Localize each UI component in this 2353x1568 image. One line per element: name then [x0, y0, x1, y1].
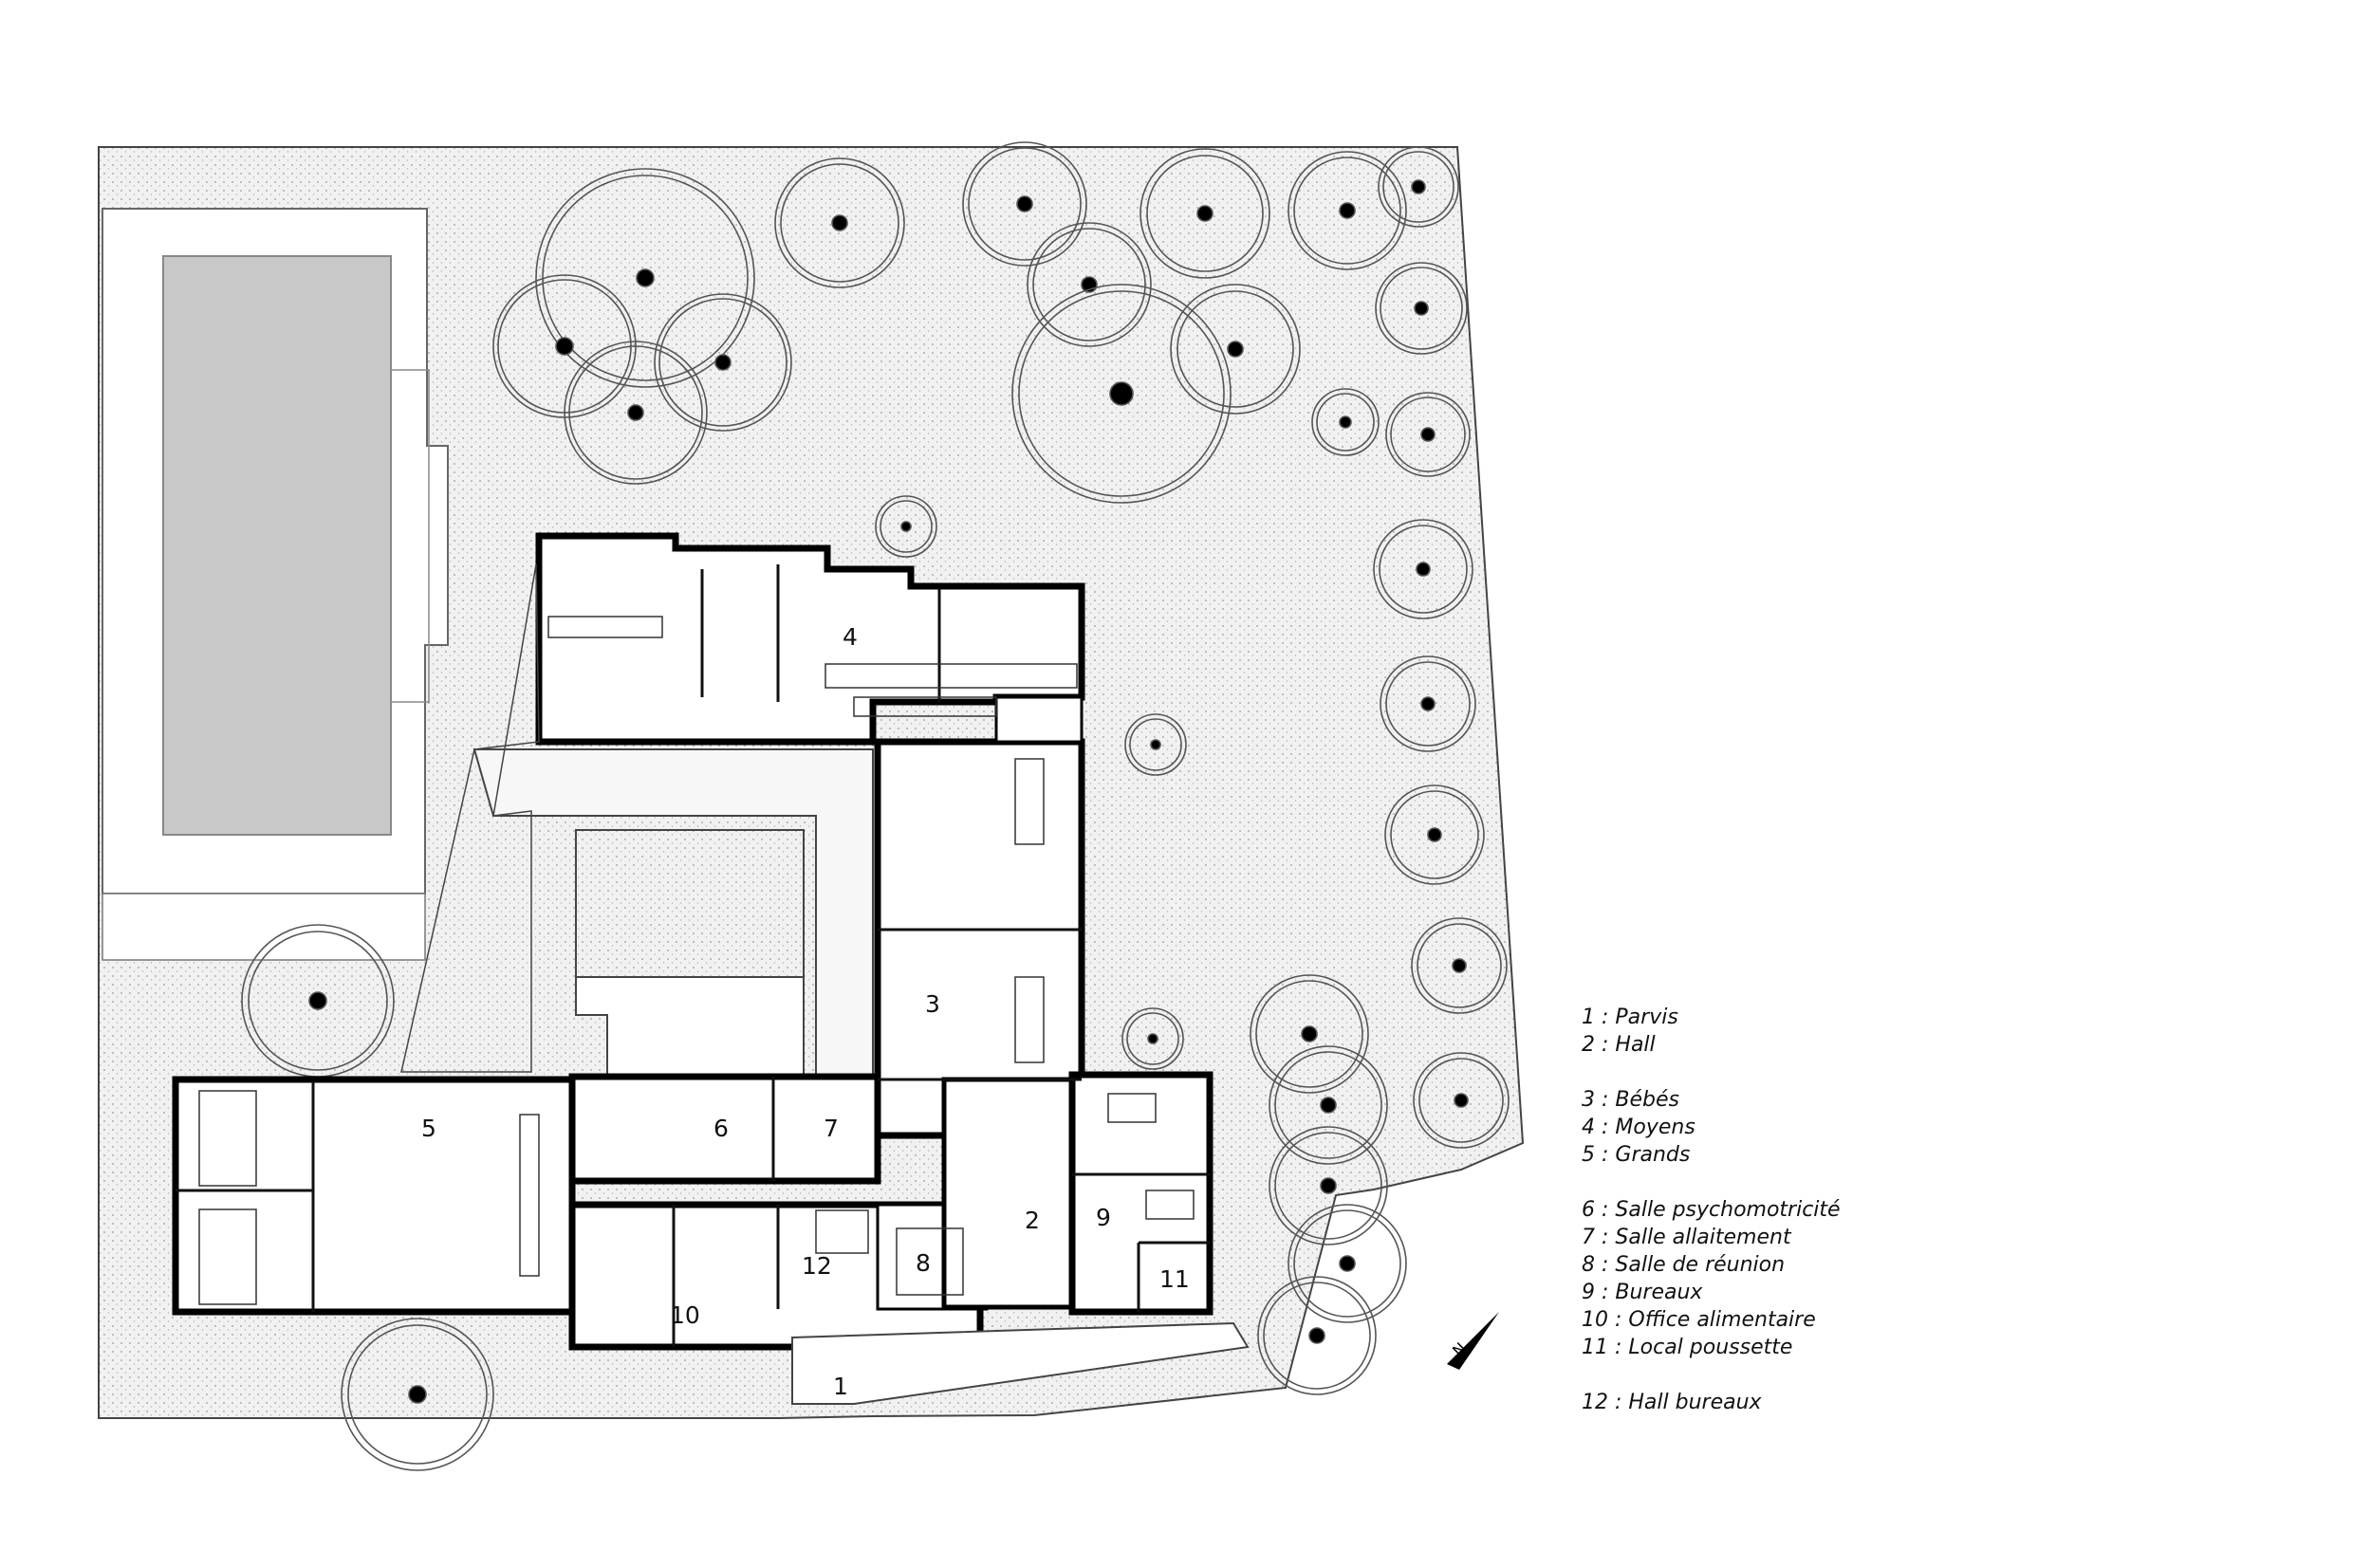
- wing-bebes-upper: [994, 695, 1084, 744]
- block-salles: [568, 1073, 881, 1185]
- tree: [1385, 392, 1471, 477]
- room-number-5: 5: [421, 1115, 436, 1142]
- wing-grands: [172, 1076, 576, 1316]
- tree: [241, 924, 395, 1078]
- legend-item: 3 : Bébés: [1582, 1088, 1679, 1112]
- parvis-ramp: [791, 1321, 1250, 1405]
- room-number-9: 9: [1096, 1204, 1111, 1231]
- legend-item: 11 : Local poussette: [1582, 1336, 1793, 1359]
- room-numbers: 1 2 3 4 5 6 7 8 9 10 11 12: [421, 623, 1190, 1400]
- tree: [962, 141, 1087, 267]
- partitions: [176, 564, 1210, 1347]
- neighbour-pool: [162, 255, 392, 836]
- room-number-1: 1: [833, 1373, 848, 1400]
- legend-item: 10 : Office alimentaire: [1582, 1308, 1816, 1332]
- room-number-8: 8: [916, 1249, 931, 1277]
- room-number-10: 10: [670, 1301, 700, 1329]
- tree: [1121, 1007, 1184, 1070]
- block-hall: [941, 1077, 1080, 1310]
- legend-group: 3 : Bébés 4 : Moyens 5 : Grands: [1582, 1086, 1980, 1169]
- legend-item: 12 : Hall bureaux: [1582, 1391, 1762, 1414]
- neighbour-terrace: [390, 369, 430, 703]
- tree: [1311, 388, 1380, 456]
- legend-item: 8 : Salle de réunion: [1582, 1253, 1786, 1277]
- tree: [341, 1318, 494, 1471]
- room-number-6: 6: [713, 1115, 729, 1142]
- tree: [654, 293, 792, 432]
- room-number-4: 4: [843, 623, 858, 651]
- tree: [1170, 284, 1301, 415]
- tree: [1380, 655, 1476, 752]
- legend-item: 9 : Bureaux: [1582, 1281, 1703, 1304]
- legend-group: 12 : Hall bureaux: [1582, 1389, 1980, 1416]
- legend-item: 6 : Salle psychomotricité: [1582, 1198, 1841, 1222]
- room-number-7: 7: [824, 1115, 839, 1142]
- wing-bebes: [874, 738, 1085, 1139]
- tree: [1373, 519, 1473, 619]
- legend-group: 1 : Parvis 2 : Hall: [1582, 1004, 1980, 1059]
- legend-item: 2 : Hall: [1582, 1033, 1656, 1057]
- room-number-2: 2: [1025, 1207, 1040, 1234]
- tree: [1269, 1126, 1388, 1245]
- tree: [1139, 148, 1270, 279]
- tree: [1411, 917, 1508, 1014]
- tree: [1124, 713, 1187, 776]
- tree: [875, 495, 937, 558]
- tree: [1384, 784, 1485, 885]
- building: [172, 532, 1250, 1405]
- tree: [1375, 262, 1468, 355]
- legend-item: 1 : Parvis: [1582, 1005, 1678, 1029]
- legend-item: 4 : Moyens: [1582, 1116, 1695, 1139]
- block-bureaux: [1068, 1071, 1214, 1316]
- tree: [1250, 974, 1369, 1094]
- tree: [1011, 284, 1232, 504]
- tree: [1269, 1045, 1388, 1165]
- trees: [241, 141, 1510, 1471]
- furniture: [198, 616, 1195, 1305]
- tree: [1413, 1052, 1510, 1149]
- tree: [564, 341, 708, 485]
- north-arrow-icon: N: [1447, 1312, 1499, 1370]
- inner-patio: [575, 829, 805, 978]
- legend: 1 : Parvis 2 : Hall 3 : Bébés 4 : Moyens…: [1582, 1004, 1980, 1416]
- tree: [1288, 151, 1407, 270]
- inner-play-area: [575, 976, 805, 1080]
- wing-moyens: [535, 532, 1085, 746]
- side-path: [102, 893, 426, 961]
- room-number-3: 3: [925, 990, 940, 1018]
- legend-item: 5 : Grands: [1582, 1143, 1691, 1167]
- room-number-11: 11: [1159, 1265, 1190, 1293]
- tree: [774, 157, 905, 288]
- tree: [1257, 1276, 1377, 1395]
- tree: [1378, 146, 1459, 228]
- tree: [1288, 1204, 1407, 1323]
- legend-item: 7 : Salle allaitement: [1582, 1226, 1791, 1249]
- west-canopy: [400, 563, 540, 1073]
- legend-group: 6 : Salle psychomotricité 7 : Salle alla…: [1582, 1196, 1980, 1361]
- room-number-12: 12: [802, 1252, 832, 1280]
